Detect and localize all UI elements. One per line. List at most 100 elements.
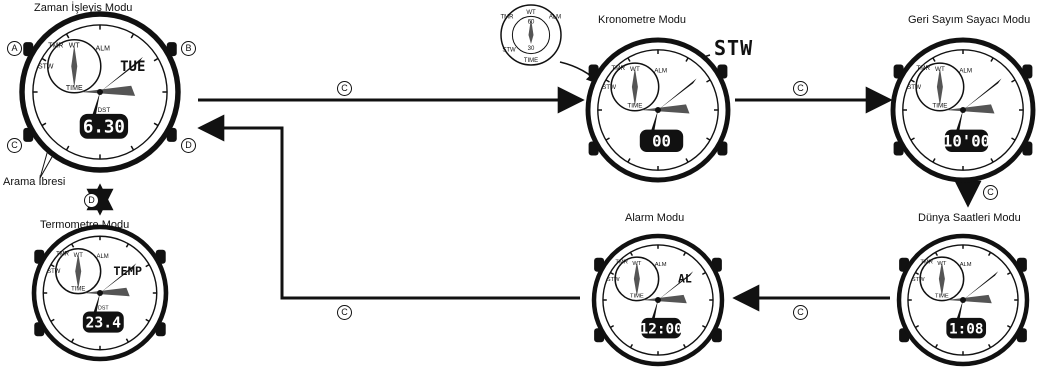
hour-tick: [609, 271, 615, 276]
hour-tick: [41, 57, 47, 62]
label-alarm-mode: Alarm Modu: [625, 212, 685, 224]
subdial-hand: [631, 67, 638, 106]
bezel-text-stw: STW: [602, 84, 616, 91]
hour-tick: [934, 251, 939, 257]
minute-hand: [100, 56, 143, 92]
bezel-text-tmr: TMR: [56, 252, 70, 258]
hour-tick: [125, 338, 130, 343]
hour-tick: [629, 251, 634, 257]
hour-tick: [987, 343, 992, 349]
dst-label: DST: [98, 107, 111, 114]
bezel-text-stw: STW: [38, 63, 54, 70]
hour-tick: [65, 33, 70, 39]
hour-tick: [1011, 137, 1016, 141]
subdial-hand: [938, 261, 945, 297]
hour-tick: [685, 158, 689, 163]
arrow-mark-c-4: C: [793, 305, 808, 320]
hour-tick: [682, 251, 687, 257]
hour-tick: [701, 324, 707, 329]
hour-tick: [609, 324, 615, 329]
label-timekeeping-mode: Zaman İşleyiş Modu: [34, 2, 133, 14]
hour-tick: [682, 343, 687, 349]
mode-indicator-text: TUE: [120, 59, 145, 75]
mini-dial-text-wt: WT: [526, 10, 536, 16]
bezel-text-alm: ALM: [655, 262, 667, 268]
lcd-value: 00: [652, 131, 671, 150]
hour-tick: [70, 243, 75, 248]
subdial-hand: [936, 67, 943, 106]
lcd-value: 1:08: [949, 321, 984, 337]
mini-dial-text-alm: ALM: [549, 15, 561, 21]
arrow-mark-c-3: C: [983, 185, 998, 200]
bezel-text-tmr: TMR: [615, 260, 627, 266]
hand-pivot: [97, 290, 103, 296]
watch-stopwatch: WTTIMEALMSTWTMR00: [585, 37, 731, 183]
mode-indicator-text: AL: [678, 272, 692, 286]
button-a-marker: A: [7, 41, 22, 56]
mini-dial-text-time: TIME: [524, 58, 538, 64]
lcd-value: 12:00: [640, 321, 683, 337]
bezel-text-tmr: TMR: [48, 43, 63, 50]
lcd-window: [639, 129, 684, 152]
hour-tick: [629, 343, 634, 349]
hour-tick: [70, 338, 75, 343]
hour-tick: [125, 243, 130, 248]
hour-tick: [914, 271, 920, 276]
bezel-text-stw: STW: [607, 277, 620, 283]
bezel-text-time: TIME: [932, 103, 947, 110]
bezel-text-tmr: TMR: [916, 65, 930, 72]
stw-callout-text: STW: [714, 36, 754, 60]
bezel-text-time: TIME: [71, 287, 85, 293]
bezel-text-stw: STW: [907, 84, 921, 91]
hour-tick: [1006, 324, 1012, 329]
wing-mark: [642, 294, 687, 304]
arrow-mark-c-5: C: [337, 305, 352, 320]
hour-tick: [605, 79, 610, 83]
hour-tick: [685, 57, 689, 62]
bezel-text-time: TIME: [630, 294, 644, 300]
label-thermometer-mode: Termometre Modu: [40, 219, 130, 231]
hour-tick: [145, 318, 150, 323]
stopwatch-subdial-enlarged: WTALMTIMETMRSTW6030: [500, 4, 562, 66]
watch-alarm: WTTIMEALMSTWTMRAL12:00: [591, 233, 725, 367]
label-worldtime-mode: Dünya Saatleri Modu: [918, 212, 1021, 224]
bezel-text-alm: ALM: [959, 68, 972, 75]
hour-tick: [706, 137, 711, 141]
subdial-hand: [75, 253, 82, 290]
minute-hand: [963, 271, 999, 300]
button-c-marker: C: [7, 138, 22, 153]
bezel-text-stw: STW: [47, 269, 61, 275]
hour-tick: [910, 79, 915, 83]
wing-mark: [80, 85, 136, 96]
watch-countdown: WTTIMEALMSTWTMR10'00: [890, 37, 1036, 183]
hour-tick: [627, 158, 631, 163]
lcd-value: 23.4: [86, 314, 122, 331]
wing-mark: [640, 104, 690, 114]
bezel-text-tmr: TMR: [920, 260, 932, 266]
bezel-text-time: TIME: [935, 294, 949, 300]
lcd-window: [79, 113, 129, 139]
hour-tick: [990, 57, 994, 62]
hour-tick: [932, 57, 936, 62]
wing-mark: [83, 287, 130, 297]
subdial-hand: [633, 261, 640, 297]
arrow-alarm-to-timekeeping: [197, 114, 580, 300]
hand-pivot: [97, 89, 103, 95]
minute-hand: [100, 263, 137, 293]
lcd-value: 10'00: [943, 131, 990, 150]
hour-tick: [914, 324, 920, 329]
hour-tick: [153, 122, 159, 127]
hand-pivot: [655, 297, 661, 303]
bezel-text-time: TIME: [627, 103, 642, 110]
hour-tick: [65, 145, 70, 151]
hour-tick: [701, 271, 707, 276]
lcd-window: [946, 317, 987, 339]
hour-tick: [990, 158, 994, 163]
hour-tick: [910, 137, 915, 141]
wing-mark: [945, 104, 995, 114]
hour-tick: [934, 343, 939, 349]
arrow-mark-d: D: [84, 193, 99, 208]
hour-tick: [145, 263, 150, 268]
